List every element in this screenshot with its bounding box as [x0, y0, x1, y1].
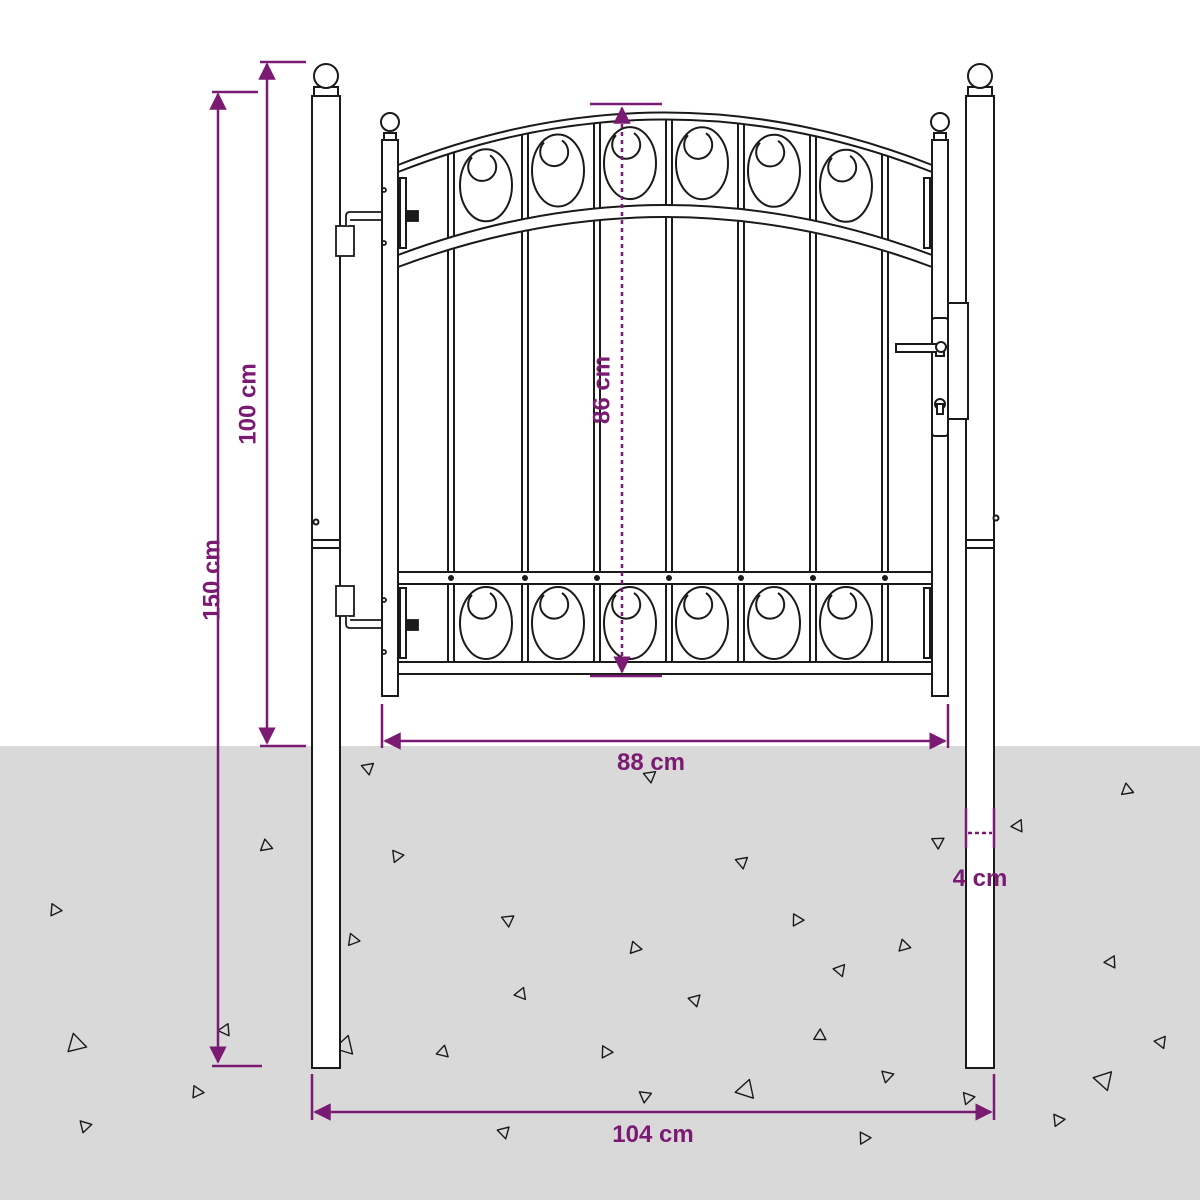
gate-leaf	[380, 111, 950, 697]
total-height-label: 150 cm	[199, 539, 226, 620]
lock-handle-icon	[895, 302, 969, 437]
gate-height-label: 86 cm	[589, 356, 616, 424]
ground-area	[0, 746, 1200, 1200]
right-post	[965, 63, 1000, 1069]
post-thickness-label: 4 cm	[953, 865, 1008, 892]
hinge-bottom	[335, 585, 419, 655]
hinge-top	[335, 187, 419, 257]
ground-pebbles	[50, 762, 1166, 1145]
dimension-lines	[209, 60, 996, 1121]
post-height-label: 100 cm	[235, 363, 262, 444]
gate-width-label: 88 cm	[617, 749, 685, 776]
left-post	[311, 63, 341, 1069]
total-width-label: 104 cm	[612, 1121, 693, 1148]
